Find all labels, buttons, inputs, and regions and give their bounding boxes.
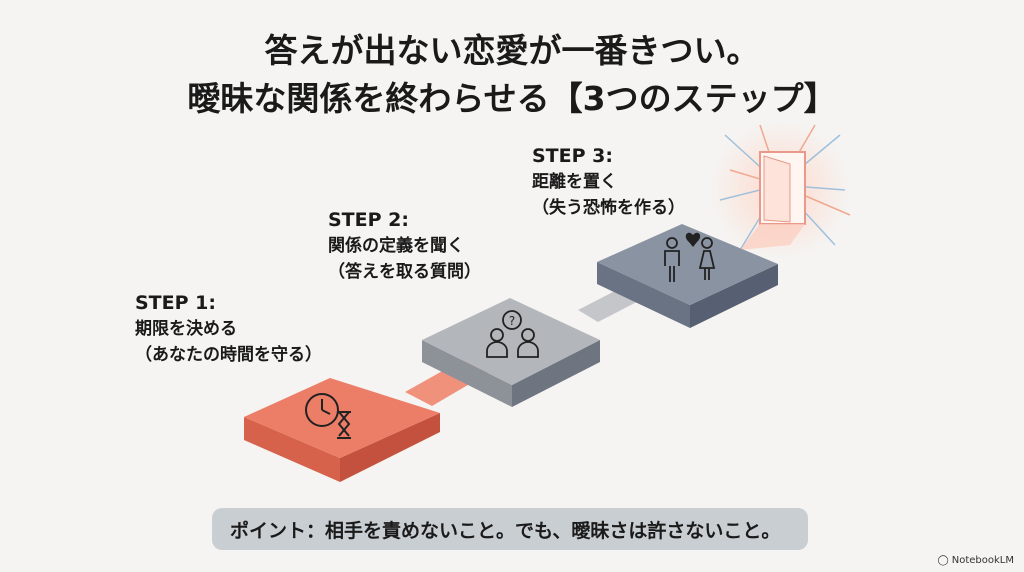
title-line-1: 答えが出ない恋愛が一番きつい。 xyxy=(264,31,760,70)
notebooklm-watermark: ◯ NotebookLM xyxy=(938,555,1014,566)
step-2-number: STEP 2: xyxy=(328,209,409,231)
two-people-question-icon: ? xyxy=(486,310,539,358)
title-line-2: 曖昧な関係を終わらせる【3つのステップ】 xyxy=(187,79,837,118)
step-1-title: 期限を決める xyxy=(135,319,237,339)
step-1-label: STEP 1: 期限を決める （あなたの時間を守る） xyxy=(135,290,322,368)
brand-name: NotebookLM xyxy=(951,555,1014,566)
couple-broken-heart-icon xyxy=(664,232,716,282)
glowing-door-icon xyxy=(710,120,851,260)
step-1-subtitle: （あなたの時間を守る） xyxy=(135,345,322,365)
step-1-number: STEP 1: xyxy=(135,292,216,314)
step-2-label: STEP 2: 関係の定義を聞く （答えを取る質問） xyxy=(328,207,481,285)
svg-text:?: ? xyxy=(509,314,515,328)
notebooklm-logo-icon: ◯ xyxy=(937,555,949,566)
step-3-number: STEP 3: xyxy=(532,145,613,167)
step-3-title: 距離を置く xyxy=(532,172,617,192)
step-3-label: STEP 3: 距離を置く （失う恐怖を作る） xyxy=(532,143,685,221)
step2-block xyxy=(422,298,600,407)
step3-block xyxy=(597,224,778,328)
step-2-subtitle: （答えを取る質問） xyxy=(328,262,481,282)
step-2-title: 関係の定義を聞く xyxy=(328,236,464,256)
step-3-subtitle: （失う恐怖を作る） xyxy=(532,198,685,218)
step1-block xyxy=(244,378,440,482)
clock-hourglass-icon xyxy=(305,393,351,439)
point-callout: ポイント：相手を責めないこと。でも、曖昧さは許さないこと。 xyxy=(212,508,808,550)
